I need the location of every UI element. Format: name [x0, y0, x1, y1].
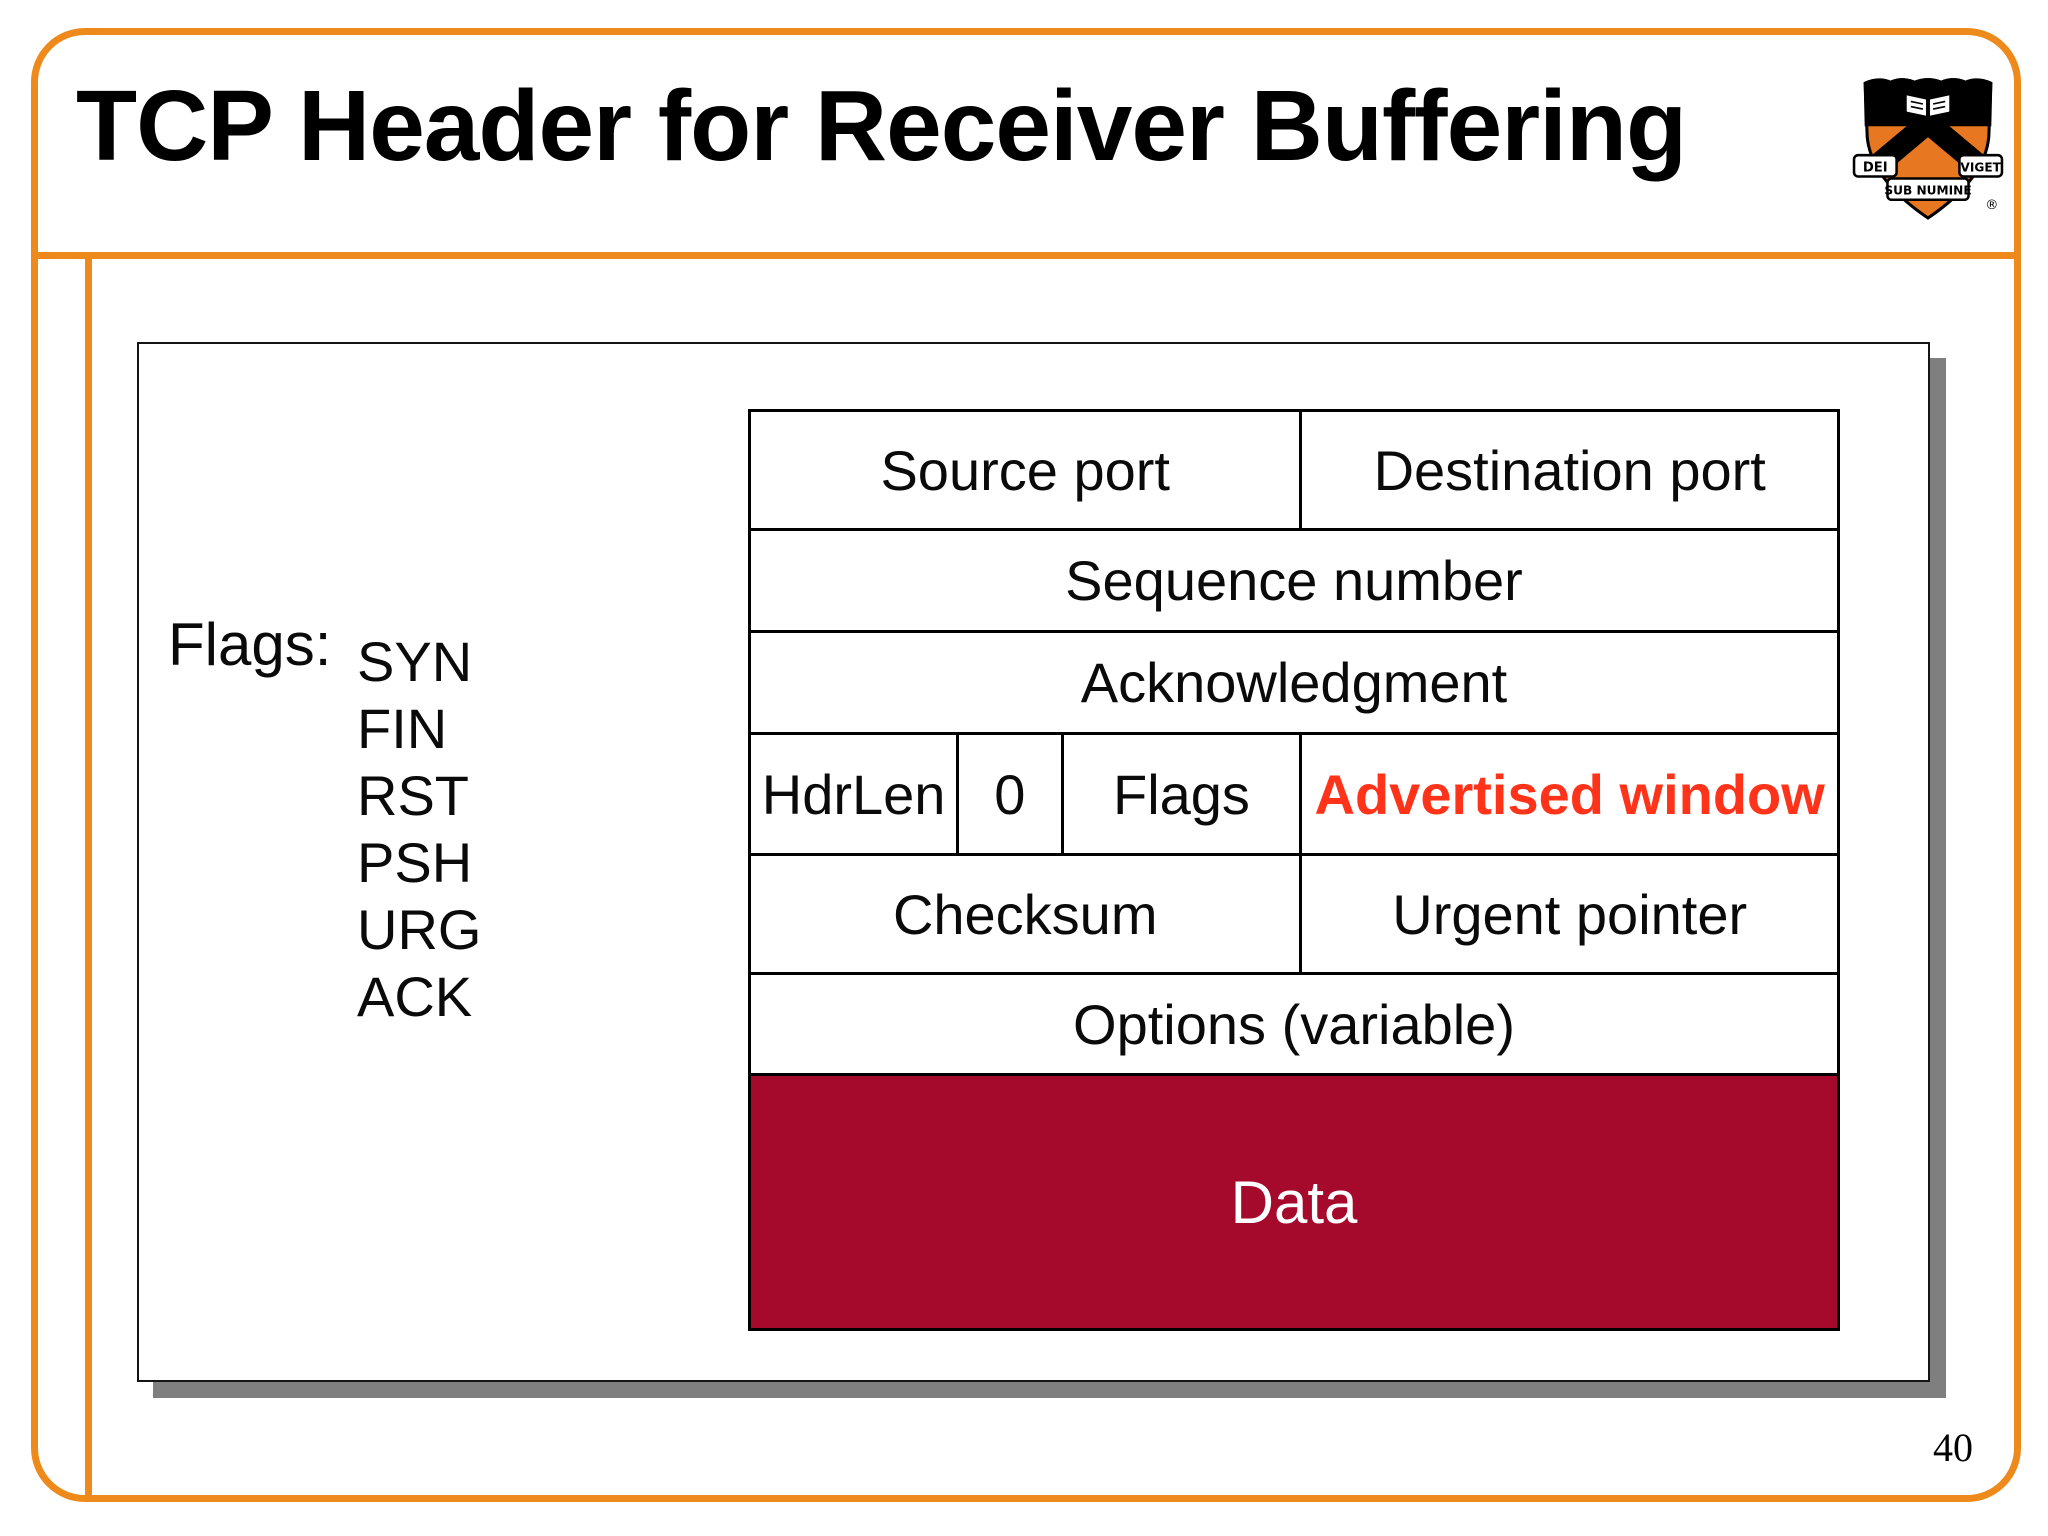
flag-item-syn: SYN [357, 630, 473, 693]
flags-list: SYN FIN RST PSH URG ACK [357, 628, 481, 1030]
table-row: Acknowledgment [751, 630, 1837, 732]
flag-item-urg: URG [357, 898, 482, 961]
flag-item-rst: RST [357, 764, 469, 827]
slide-title: TCP Header for Receiver Buffering [76, 70, 1687, 182]
open-book-icon [1906, 95, 1950, 116]
tcp-header-table: Source port Destination port Sequence nu… [748, 409, 1840, 1331]
field-acknowledgment: Acknowledgment [1080, 651, 1508, 714]
table-row: HdrLen 0 Flags Advertised window [751, 732, 1837, 853]
motto-banner-left: DEI [1852, 153, 1898, 178]
field-source-port: Source port [880, 438, 1170, 502]
field-hdrlen: HdrLen [761, 762, 946, 826]
field-urgent-pointer: Urgent pointer [1299, 856, 1837, 972]
field-flags: Flags [1060, 735, 1300, 853]
registered-mark: ® [1985, 198, 1998, 213]
title-divider [34, 252, 2017, 259]
princeton-logo: DEI VIGET SUB NUMINE ® [1852, 62, 2004, 225]
field-options: Options (variable) [1073, 992, 1515, 1056]
motto-banner-right: VIGET [1958, 153, 2004, 178]
slide-border [31, 28, 2021, 1502]
page-number: 40 [1933, 1425, 1973, 1470]
field-checksum: Checksum [892, 882, 1158, 946]
svg-text:SUB NUMINE: SUB NUMINE [1884, 184, 1971, 198]
svg-text:VIGET: VIGET [1960, 160, 2001, 174]
left-accent-line [85, 259, 92, 1499]
table-row: Sequence number [751, 528, 1837, 630]
field-destination-port: Destination port [1299, 412, 1837, 528]
table-row: Source port Destination port [751, 412, 1837, 528]
flags-label: Flags: [168, 611, 332, 678]
table-row: Checksum Urgent pointer [751, 853, 1837, 972]
field-advertised-window: Advertised window [1299, 735, 1837, 853]
table-row: Options (variable) [751, 972, 1837, 1073]
flag-item-psh: PSH [357, 831, 473, 894]
princeton-shield-icon: DEI VIGET SUB NUMINE ® [1852, 78, 2004, 220]
motto-banner-center: SUB NUMINE [1884, 177, 1972, 202]
field-data: Data [751, 1076, 1837, 1328]
svg-text:DEI: DEI [1863, 160, 1888, 175]
flag-item-ack: ACK [357, 965, 473, 1028]
field-sequence-number: Sequence number [1065, 549, 1523, 612]
flag-item-fin: FIN [357, 697, 448, 760]
shield-chief [1863, 78, 1993, 127]
field-reserved-zero: 0 [956, 735, 1060, 853]
table-row: Data [751, 1073, 1837, 1328]
